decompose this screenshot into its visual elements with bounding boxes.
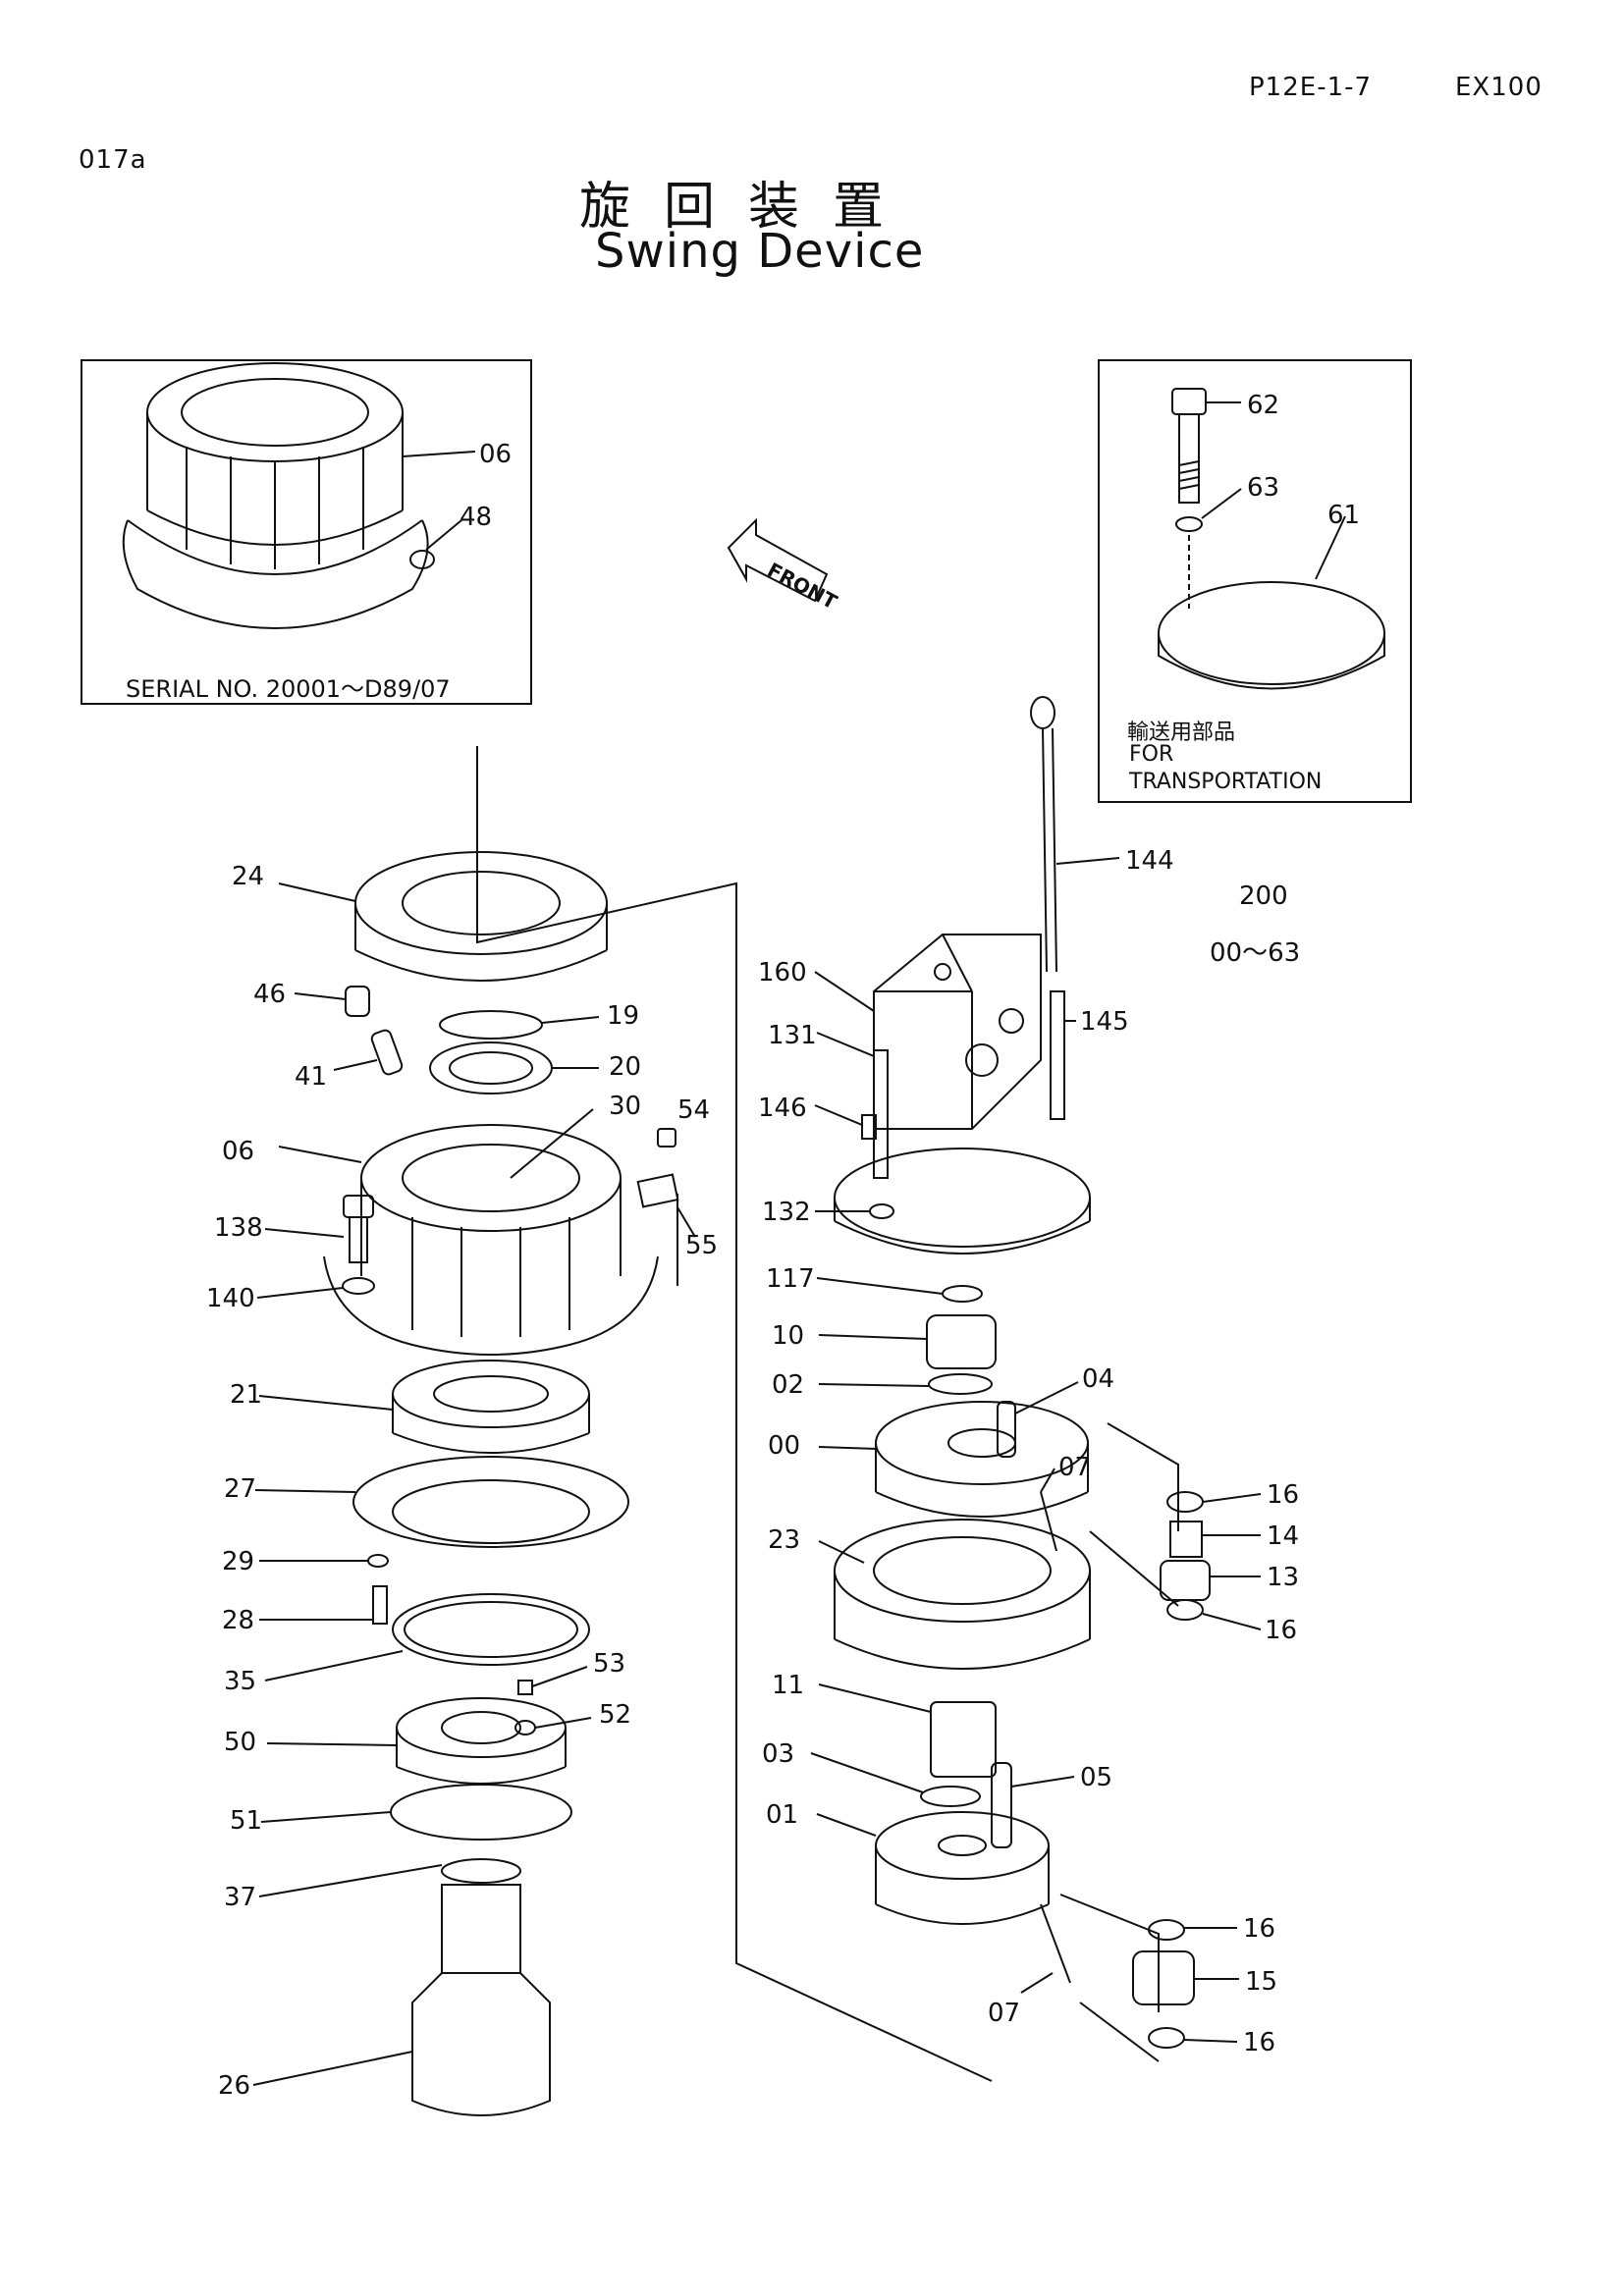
callout-35: 35 (224, 1667, 257, 1696)
callout-145: 145 (1080, 1007, 1129, 1037)
callout-01: 01 (766, 1800, 799, 1830)
serial-number-text: SERIAL NO. 20001～D89/07 (126, 675, 451, 703)
callout-00: 00 (768, 1431, 801, 1461)
inset-housing-drawing (122, 362, 476, 629)
callout-24: 24 (232, 862, 265, 891)
callout-11: 11 (772, 1671, 805, 1700)
callout-07-upper: 07 (1058, 1453, 1092, 1482)
transport-note-line2: TRANSPORTATION (1129, 770, 1323, 794)
callout-53: 53 (593, 1649, 626, 1679)
callout-52: 52 (599, 1700, 632, 1730)
callout-144: 144 (1125, 846, 1174, 876)
callout-27: 27 (224, 1474, 257, 1504)
callout-04: 04 (1082, 1364, 1115, 1394)
transport-note-jp: 輸送用部品 (1127, 721, 1236, 745)
callout-138: 138 (214, 1213, 263, 1243)
callout-16-b: 16 (1265, 1616, 1298, 1645)
callout-51: 51 (230, 1806, 263, 1836)
callout-61: 61 (1327, 501, 1361, 530)
callout-46: 46 (253, 980, 287, 1009)
callout-20: 20 (609, 1052, 642, 1082)
callout-48-inset: 48 (460, 503, 493, 532)
callout-63: 63 (1247, 473, 1280, 503)
model-code: EX100 (1455, 73, 1542, 102)
callout-16-c: 16 (1243, 1914, 1276, 1944)
page-code: P12E-1-7 (1249, 73, 1373, 102)
callout-06-main: 06 (222, 1137, 255, 1166)
ring-gear-24 (278, 851, 608, 982)
assembly-range: 00～63 (1210, 938, 1301, 968)
assembly-number: 200 (1239, 881, 1288, 911)
housing-06 (278, 1108, 659, 1356)
callout-41: 41 (295, 1062, 328, 1092)
callout-160: 160 (758, 958, 807, 988)
callout-30: 30 (609, 1092, 642, 1121)
callout-05: 05 (1080, 1763, 1113, 1792)
callout-03: 03 (762, 1739, 795, 1769)
callout-37: 37 (224, 1883, 257, 1912)
title-english: Swing Device (595, 224, 925, 279)
callout-54: 54 (677, 1095, 711, 1125)
transport-note-line1: FOR (1129, 742, 1174, 767)
callout-140: 140 (206, 1284, 255, 1313)
transport-inset-box (1098, 359, 1412, 803)
callout-19: 19 (607, 1001, 640, 1031)
callout-50: 50 (224, 1728, 257, 1757)
inset-cover-drawing (1158, 388, 1385, 690)
callout-23: 23 (768, 1525, 801, 1555)
callout-14: 14 (1267, 1522, 1300, 1551)
callout-62: 62 (1247, 391, 1280, 420)
ref-code: 017a (79, 145, 147, 175)
motor-160 (814, 934, 1076, 1130)
title-japanese: 旋回装置 (579, 178, 918, 237)
callout-21: 21 (230, 1380, 263, 1410)
callout-06-inset: 06 (479, 440, 513, 469)
callout-132: 132 (762, 1198, 811, 1227)
callout-131: 131 (768, 1021, 817, 1050)
callout-16-a: 16 (1267, 1480, 1300, 1510)
callout-10: 10 (772, 1321, 805, 1351)
callout-16-d: 16 (1243, 2028, 1276, 2057)
front-label: FRONT (764, 558, 841, 614)
callout-29: 29 (222, 1547, 255, 1576)
callout-28: 28 (222, 1606, 255, 1635)
serial-inset-box (81, 359, 532, 705)
callout-146: 146 (758, 1094, 807, 1123)
callout-02: 02 (772, 1370, 805, 1400)
callout-55: 55 (685, 1231, 719, 1260)
callout-07-lower: 07 (988, 1999, 1021, 2028)
callout-15: 15 (1245, 1967, 1278, 1997)
front-arrow (727, 517, 829, 603)
callout-13: 13 (1267, 1563, 1300, 1592)
callout-117: 117 (766, 1264, 815, 1294)
callout-26: 26 (218, 2071, 251, 2101)
